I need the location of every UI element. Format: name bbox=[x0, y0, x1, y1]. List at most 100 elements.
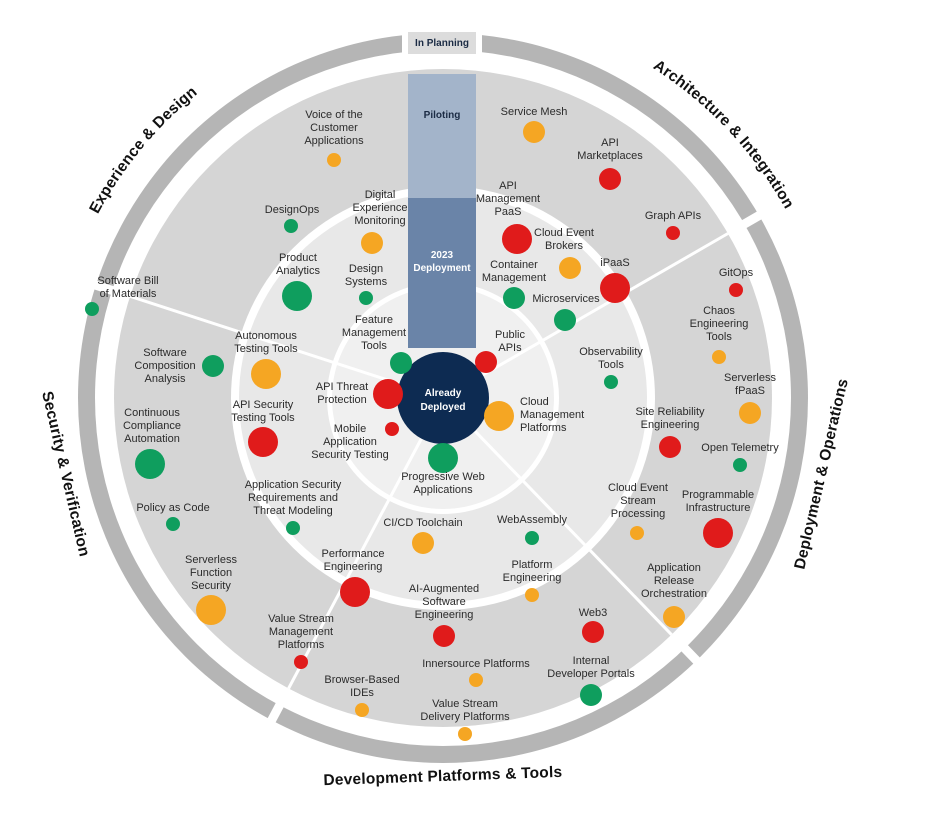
tech-label-digital-experience-monitoring: Digital bbox=[365, 189, 396, 201]
tech-label-performance-engineering: Performance bbox=[322, 548, 385, 560]
tech-label-value-stream-delivery-platforms: Delivery Platforms bbox=[420, 711, 510, 723]
tech-label-public-apis: Public bbox=[495, 329, 525, 341]
tech-label-api-management-paas: PaaS bbox=[495, 206, 522, 218]
tech-label-software-bill-of-materials: Software Bill bbox=[97, 275, 158, 287]
tech-designops: DesignOps bbox=[265, 204, 320, 233]
tech-label-feature-management-tools: Tools bbox=[361, 340, 387, 352]
tech-label-value-stream-management-platforms: Value Stream bbox=[268, 613, 334, 625]
tech-label-serverless-function-security: Function bbox=[190, 567, 232, 579]
tech-label-product-analytics: Product bbox=[279, 252, 317, 264]
tech-dot-serverless-fpaas bbox=[739, 402, 761, 424]
tech-label-cloud-event-stream-processing: Processing bbox=[611, 508, 665, 520]
tech-label-api-security-testing-tools: Testing Tools bbox=[231, 412, 295, 424]
tech-dot-innersource-platforms bbox=[469, 673, 483, 687]
segment-divider bbox=[482, 232, 729, 377]
tech-label-cloud-event-stream-processing: Cloud Event bbox=[608, 482, 668, 494]
tech-dot-value-stream-delivery-platforms bbox=[458, 727, 472, 741]
tech-dot-product-analytics bbox=[282, 281, 312, 311]
deployment-column bbox=[408, 198, 476, 348]
tech-dot-application-release-orchestration bbox=[663, 606, 685, 628]
tech-label-design-systems: Design bbox=[349, 263, 383, 275]
tech-dot-open-telemetry bbox=[733, 458, 747, 472]
tech-dot-performance-engineering bbox=[340, 577, 370, 607]
tech-label-service-mesh: Service Mesh bbox=[501, 106, 568, 118]
tech-label-graph-apis: Graph APIs bbox=[645, 210, 702, 222]
segment-development-platforms-tools: Development Platforms & Tools bbox=[323, 764, 562, 789]
tech-dot-internal-developer-portals bbox=[580, 684, 602, 706]
tech-dot-graph-apis bbox=[666, 226, 680, 240]
tech-dot-api-security-testing-tools bbox=[248, 427, 278, 457]
tech-label-internal-developer-portals: Developer Portals bbox=[547, 668, 635, 680]
tech-label-design-systems: Systems bbox=[345, 276, 388, 288]
tech-dot-programmable-infrastructure bbox=[703, 518, 733, 548]
tech-label-platform-engineering: Engineering bbox=[503, 572, 562, 584]
tech-label-digital-experience-monitoring: Monitoring bbox=[354, 215, 405, 227]
tech-label-application-security-requirements-and-threat-modeling: Application Security bbox=[245, 479, 342, 491]
in-planning-label: In Planning bbox=[415, 38, 469, 49]
tech-dot-autonomous-testing-tools bbox=[251, 359, 281, 389]
tech-dot-ai-augmented-software-engineering bbox=[433, 625, 455, 647]
tech-label-ipaas: iPaaS bbox=[600, 257, 629, 269]
tech-label-serverless-function-security: Security bbox=[191, 580, 231, 592]
tech-label-api-marketplaces: Marketplaces bbox=[577, 150, 643, 162]
tech-label-software-bill-of-materials: of Materials bbox=[100, 288, 157, 300]
tech-label-chaos-engineering-tools: Engineering bbox=[690, 318, 749, 330]
tech-label-application-security-requirements-and-threat-modeling: Threat Modeling bbox=[253, 505, 333, 517]
tech-dot-observability-tools bbox=[604, 375, 618, 389]
tech-dot-design-systems bbox=[359, 291, 373, 305]
segment-divider bbox=[129, 294, 400, 386]
tech-label-site-reliability-engineering: Engineering bbox=[641, 419, 700, 431]
tech-label-ci-cd-toolchain: CI/CD Toolchain bbox=[383, 517, 462, 529]
tech-label-application-release-orchestration: Orchestration bbox=[641, 588, 707, 600]
tech-label-value-stream-management-platforms: Management bbox=[269, 626, 333, 638]
tech-dot-microservices bbox=[554, 309, 576, 331]
tech-label-mobile-application-security-testing: Application bbox=[323, 436, 377, 448]
tech-ci-cd-toolchain: CI/CD Toolchain bbox=[383, 517, 463, 554]
already-deployed-label-2: Deployed bbox=[420, 402, 465, 413]
tech-dot-continuous-compliance-automation bbox=[135, 449, 165, 479]
tech-dot-software-composition-analysis bbox=[202, 355, 224, 377]
tech-label-programmable-infrastructure: Programmable bbox=[682, 489, 754, 501]
tech-label-autonomous-testing-tools: Testing Tools bbox=[234, 343, 298, 355]
tech-label-serverless-fpaas: Serverless bbox=[724, 372, 776, 384]
tech-label-progressive-web-applications: Progressive Web bbox=[401, 471, 485, 483]
tech-ipaas: iPaaS bbox=[600, 257, 630, 303]
tech-dot-application-security-requirements-and-threat-modeling bbox=[286, 521, 300, 535]
tech-label-container-management: Management bbox=[482, 272, 546, 284]
tech-web3: Web3 bbox=[579, 607, 607, 643]
tech-dot-site-reliability-engineering bbox=[659, 436, 681, 458]
tech-label-internal-developer-portals: Internal bbox=[573, 655, 610, 667]
tech-dot-mobile-application-security-testing bbox=[385, 422, 399, 436]
tech-label-progressive-web-applications: Applications bbox=[413, 484, 473, 496]
tech-label-api-threat-protection: API Threat bbox=[316, 381, 368, 393]
tech-label-observability-tools: Observability bbox=[579, 346, 643, 358]
tech-label-mobile-application-security-testing: Security Testing bbox=[311, 449, 388, 461]
tech-label-mobile-application-security-testing: Mobile bbox=[334, 423, 366, 435]
tech-label-serverless-fpaas: fPaaS bbox=[735, 385, 765, 397]
tech-label-voice-of-the-customer-applications: Customer bbox=[310, 122, 358, 134]
deployment-label-year: 2023 bbox=[431, 250, 454, 261]
tech-dot-policy-as-code bbox=[166, 517, 180, 531]
tech-label-microservices: Microservices bbox=[532, 293, 600, 305]
tech-dot-browser-based-ides bbox=[355, 703, 369, 717]
tech-label-cloud-event-brokers: Brokers bbox=[545, 240, 583, 252]
tech-label-platform-engineering: Platform bbox=[512, 559, 553, 571]
segment-divider bbox=[287, 437, 423, 690]
tech-label-ai-augmented-software-engineering: Engineering bbox=[415, 609, 474, 621]
